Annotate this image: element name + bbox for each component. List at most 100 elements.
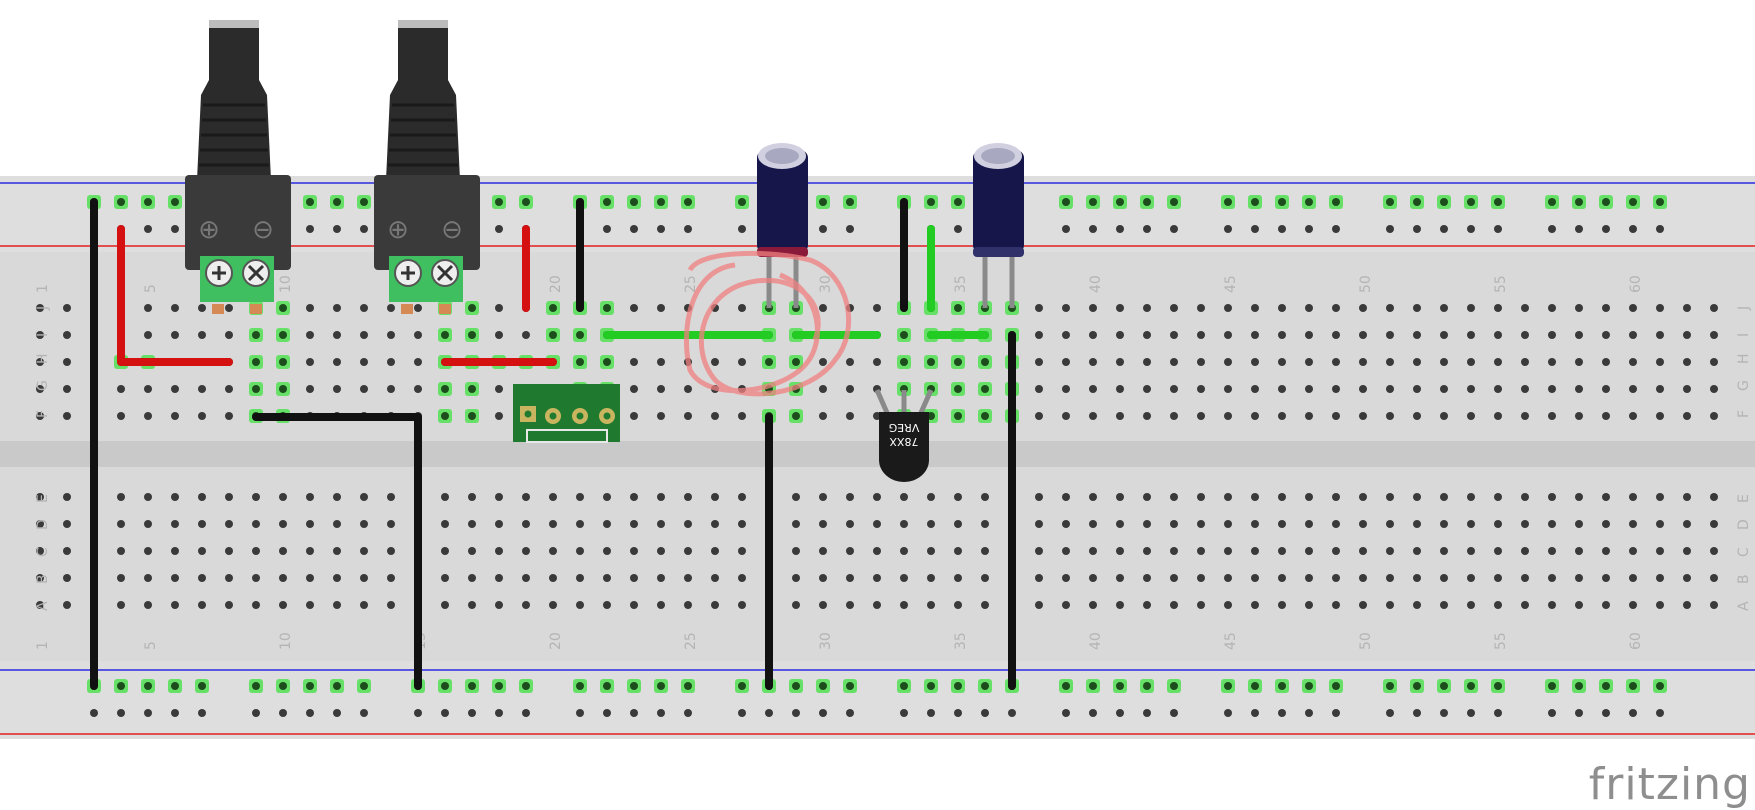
breadboard-hole[interactable]	[1062, 547, 1070, 555]
breadboard-hole[interactable]	[1440, 682, 1448, 690]
breadboard-hole[interactable]	[63, 385, 71, 393]
breadboard-hole[interactable]	[1332, 385, 1340, 393]
breadboard-hole[interactable]	[576, 709, 584, 717]
breadboard-hole[interactable]	[1575, 574, 1583, 582]
breadboard-hole[interactable]	[1143, 574, 1151, 582]
breadboard-hole[interactable]	[1116, 493, 1124, 501]
breadboard-hole[interactable]	[981, 412, 989, 420]
breadboard-hole[interactable]	[1116, 225, 1124, 233]
breadboard-hole[interactable]	[1467, 385, 1475, 393]
breadboard-hole[interactable]	[1602, 574, 1610, 582]
breadboard-hole[interactable]	[495, 331, 503, 339]
breadboard-hole[interactable]	[387, 331, 395, 339]
breadboard-hole[interactable]	[441, 682, 449, 690]
breadboard-hole[interactable]	[1440, 601, 1448, 609]
breadboard-hole[interactable]	[711, 601, 719, 609]
breadboard-hole[interactable]	[927, 547, 935, 555]
breadboard-hole[interactable]	[1332, 358, 1340, 366]
breadboard-hole[interactable]	[846, 547, 854, 555]
breadboard-hole[interactable]	[306, 547, 314, 555]
breadboard-hole[interactable]	[1116, 682, 1124, 690]
breadboard-hole[interactable]	[900, 493, 908, 501]
barrel-jack-1[interactable]: ⊕ ⊖	[185, 20, 291, 314]
breadboard-hole[interactable]	[1656, 520, 1664, 528]
breadboard-hole[interactable]	[873, 358, 881, 366]
breadboard-hole[interactable]	[1305, 225, 1313, 233]
breadboard-hole[interactable]	[684, 520, 692, 528]
breadboard-hole[interactable]	[1494, 520, 1502, 528]
breadboard-hole[interactable]	[1548, 601, 1556, 609]
breadboard-hole[interactable]	[1278, 304, 1286, 312]
breadboard-hole[interactable]	[1116, 385, 1124, 393]
breadboard-hole[interactable]	[603, 358, 611, 366]
breadboard-hole[interactable]	[1062, 412, 1070, 420]
breadboard-hole[interactable]	[846, 709, 854, 717]
breadboard-hole[interactable]	[279, 385, 287, 393]
breadboard-hole[interactable]	[1089, 601, 1097, 609]
breadboard-hole[interactable]	[1602, 304, 1610, 312]
breadboard-hole[interactable]	[1683, 520, 1691, 528]
breadboard-hole[interactable]	[1521, 304, 1529, 312]
breadboard-hole[interactable]	[684, 574, 692, 582]
breadboard-hole[interactable]	[1062, 493, 1070, 501]
breadboard-hole[interactable]	[1305, 709, 1313, 717]
breadboard-hole[interactable]	[63, 493, 71, 501]
breadboard-hole[interactable]	[1494, 225, 1502, 233]
breadboard-hole[interactable]	[684, 547, 692, 555]
breadboard-hole[interactable]	[1413, 225, 1421, 233]
breadboard-hole[interactable]	[198, 601, 206, 609]
breadboard-hole[interactable]	[252, 601, 260, 609]
breadboard-hole[interactable]	[1440, 547, 1448, 555]
breadboard-hole[interactable]	[738, 574, 746, 582]
breadboard-hole[interactable]	[1116, 520, 1124, 528]
breadboard-hole[interactable]	[1197, 520, 1205, 528]
breadboard-hole[interactable]	[117, 493, 125, 501]
breadboard-hole[interactable]	[1656, 385, 1664, 393]
breadboard-hole[interactable]	[36, 493, 44, 501]
breadboard-hole[interactable]	[1305, 574, 1313, 582]
breadboard-hole[interactable]	[36, 520, 44, 528]
breadboard-hole[interactable]	[657, 358, 665, 366]
breadboard-hole[interactable]	[171, 574, 179, 582]
breadboard-hole[interactable]	[1170, 601, 1178, 609]
breadboard-hole[interactable]	[117, 198, 125, 206]
breadboard-hole[interactable]	[657, 304, 665, 312]
breadboard-hole[interactable]	[468, 493, 476, 501]
breadboard-hole[interactable]	[1116, 547, 1124, 555]
breadboard-hole[interactable]	[1575, 198, 1583, 206]
breadboard-hole[interactable]	[630, 682, 638, 690]
breadboard-hole[interactable]	[954, 520, 962, 528]
breadboard-hole[interactable]	[981, 385, 989, 393]
breadboard-hole[interactable]	[1305, 385, 1313, 393]
breadboard-hole[interactable]	[171, 412, 179, 420]
breadboard-hole[interactable]	[1683, 412, 1691, 420]
breadboard-hole[interactable]	[819, 574, 827, 582]
breadboard-hole[interactable]	[846, 574, 854, 582]
breadboard-hole[interactable]	[1602, 493, 1610, 501]
breadboard-hole[interactable]	[819, 520, 827, 528]
breadboard-hole[interactable]	[1629, 385, 1637, 393]
breadboard-hole[interactable]	[1359, 385, 1367, 393]
breadboard-hole[interactable]	[414, 304, 422, 312]
breadboard-hole[interactable]	[1359, 304, 1367, 312]
breadboard-hole[interactable]	[549, 331, 557, 339]
breadboard-hole[interactable]	[171, 385, 179, 393]
breadboard-hole[interactable]	[684, 198, 692, 206]
breadboard-hole[interactable]	[1548, 547, 1556, 555]
breadboard-hole[interactable]	[1170, 709, 1178, 717]
breadboard-hole[interactable]	[819, 493, 827, 501]
breadboard-hole[interactable]	[1143, 601, 1151, 609]
breadboard-hole[interactable]	[306, 198, 314, 206]
pcb-header-module[interactable]	[513, 384, 620, 443]
breadboard-hole[interactable]	[414, 385, 422, 393]
breadboard-hole[interactable]	[954, 547, 962, 555]
breadboard-hole[interactable]	[954, 358, 962, 366]
breadboard-hole[interactable]	[1224, 385, 1232, 393]
breadboard-hole[interactable]	[927, 574, 935, 582]
breadboard-hole[interactable]	[252, 574, 260, 582]
breadboard-hole[interactable]	[1386, 547, 1394, 555]
breadboard-hole[interactable]	[981, 493, 989, 501]
breadboard-hole[interactable]	[711, 412, 719, 420]
breadboard-hole[interactable]	[1602, 198, 1610, 206]
breadboard-hole[interactable]	[1251, 358, 1259, 366]
